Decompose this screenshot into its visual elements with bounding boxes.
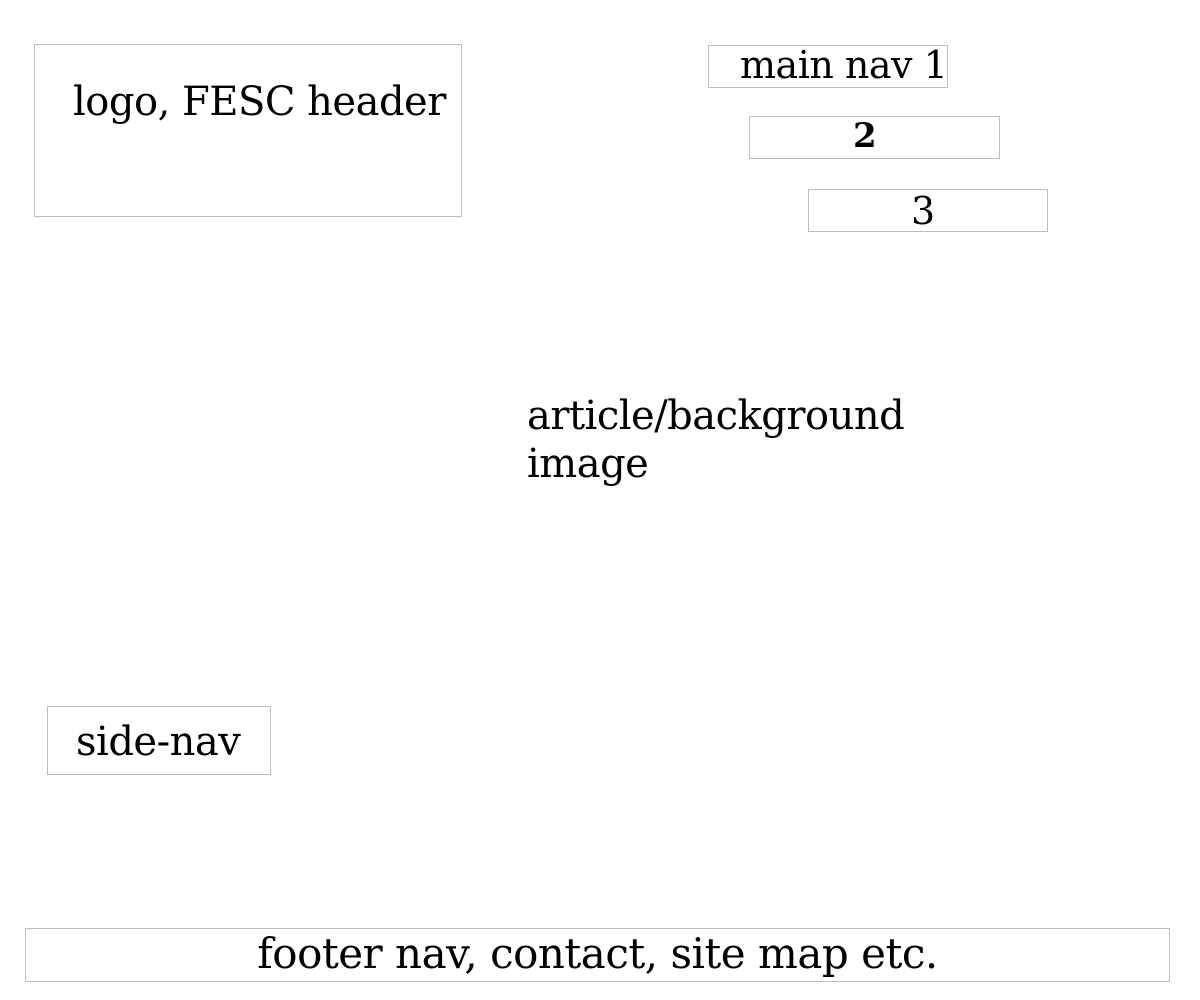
main-nav-item-3-label: 3 — [911, 189, 936, 233]
footer-nav-label: footer nav, contact, site map etc. — [257, 929, 938, 978]
article-background-image-label: article/background image — [527, 393, 905, 487]
side-nav-box[interactable]: side-nav — [47, 706, 271, 775]
main-nav-item-2-label: 2 — [853, 116, 877, 156]
main-nav-item-3[interactable]: 3 — [808, 189, 1048, 232]
side-nav-label: side-nav — [76, 719, 241, 765]
footer-nav-box[interactable]: footer nav, contact, site map etc. — [25, 928, 1170, 982]
logo-header-box[interactable]: logo, FESC header — [34, 44, 462, 217]
main-nav-item-2[interactable]: 2 — [749, 116, 1000, 159]
main-nav-item-1[interactable]: main nav 1 — [708, 45, 948, 88]
main-nav-item-1-label: main nav 1 — [740, 43, 948, 87]
logo-header-label: logo, FESC header — [73, 79, 446, 125]
